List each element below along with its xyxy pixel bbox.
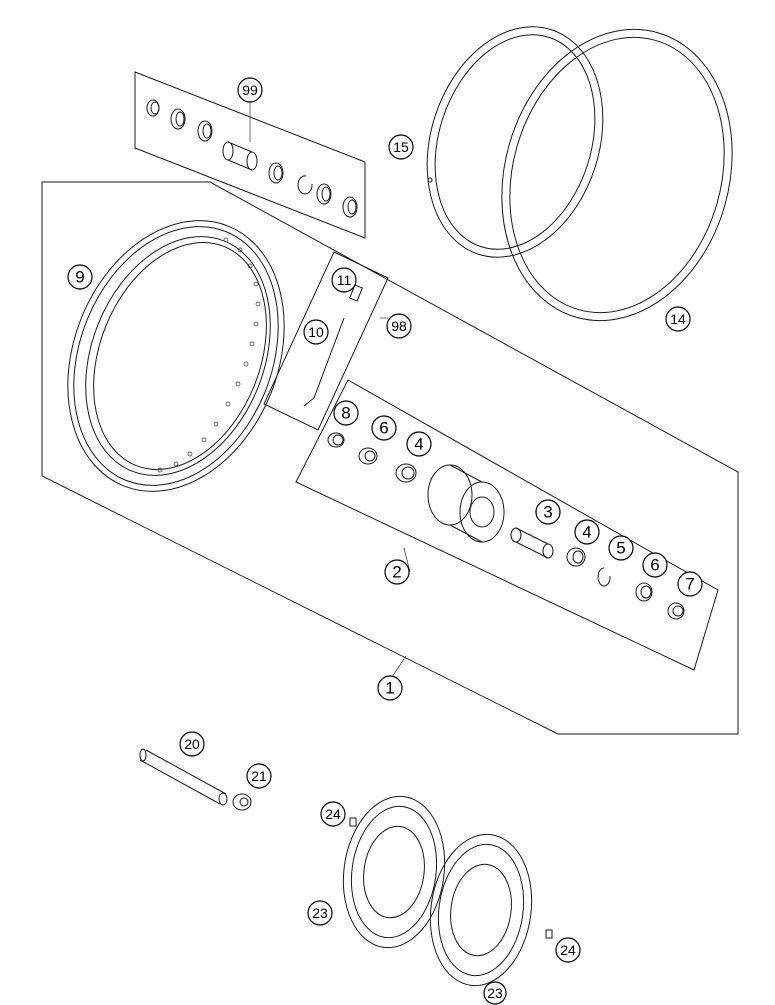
svg-text:10: 10 [308,324,324,340]
wheel-assembly-frame-1 [41,181,739,735]
svg-text:3: 3 [543,503,552,522]
tire-14 [501,28,733,322]
callout-2: 2 [384,559,410,585]
callout-24-lower: 24 [555,937,581,963]
tube-15 [426,26,604,258]
callout-15: 15 [388,134,414,160]
callout-20: 20 [179,731,205,757]
svg-text:8: 8 [341,404,350,423]
callout-24-upper: 24 [320,801,346,827]
callout-7: 7 [677,571,703,597]
callout-10: 10 [303,319,329,345]
svg-text:6: 6 [650,556,659,575]
svg-text:2: 2 [392,563,401,582]
svg-text:5: 5 [616,539,625,558]
brake-disc-23-lower [429,833,533,987]
callout-98: 98 [386,313,412,339]
svg-text:23: 23 [487,985,503,1001]
svg-text:9: 9 [75,268,84,287]
svg-text:24: 24 [560,942,576,958]
svg-text:23: 23 [312,905,328,921]
disc-bolt-24-lower [545,929,553,939]
callout-4-right: 4 [574,519,600,545]
svg-text:4: 4 [414,435,423,454]
axle-20 [139,748,228,806]
svg-text:20: 20 [184,736,200,752]
brake-disc-23-upper [342,795,446,949]
callout-5: 5 [608,535,634,561]
callout-23-bottom: 23 [483,981,507,1005]
svg-text:24: 24 [325,806,341,822]
svg-text:7: 7 [685,575,694,594]
svg-text:4: 4 [582,523,591,542]
svg-text:11: 11 [337,272,352,288]
callout-21: 21 [246,763,272,789]
callout-99: 99 [237,77,263,103]
svg-text:14: 14 [670,311,686,327]
callout-8: 8 [333,400,359,426]
svg-text:1: 1 [385,679,394,698]
callout-9: 9 [67,264,93,290]
spoke-kit-panel-98 [263,251,389,431]
callout-4-left: 4 [406,431,432,457]
callout-3: 3 [535,499,561,525]
svg-text:15: 15 [393,139,409,155]
callout-23-left: 23 [307,900,333,926]
svg-text:98: 98 [391,318,407,334]
bearing-kit-panel-99 [134,71,366,239]
svg-text:99: 99 [242,82,258,98]
callout-6-right: 6 [642,552,668,578]
callout-11: 11 [331,267,357,293]
rim-9 [67,220,285,492]
svg-text:21: 21 [251,768,267,784]
callout-6-left: 6 [371,415,397,441]
svg-text:6: 6 [379,419,388,438]
axle-nut-21 [232,793,252,811]
callout-1: 1 [377,675,403,701]
hub-assembly-panel-2 [295,379,719,671]
disc-bolt-24-upper [349,817,357,827]
callout-14: 14 [665,306,691,332]
